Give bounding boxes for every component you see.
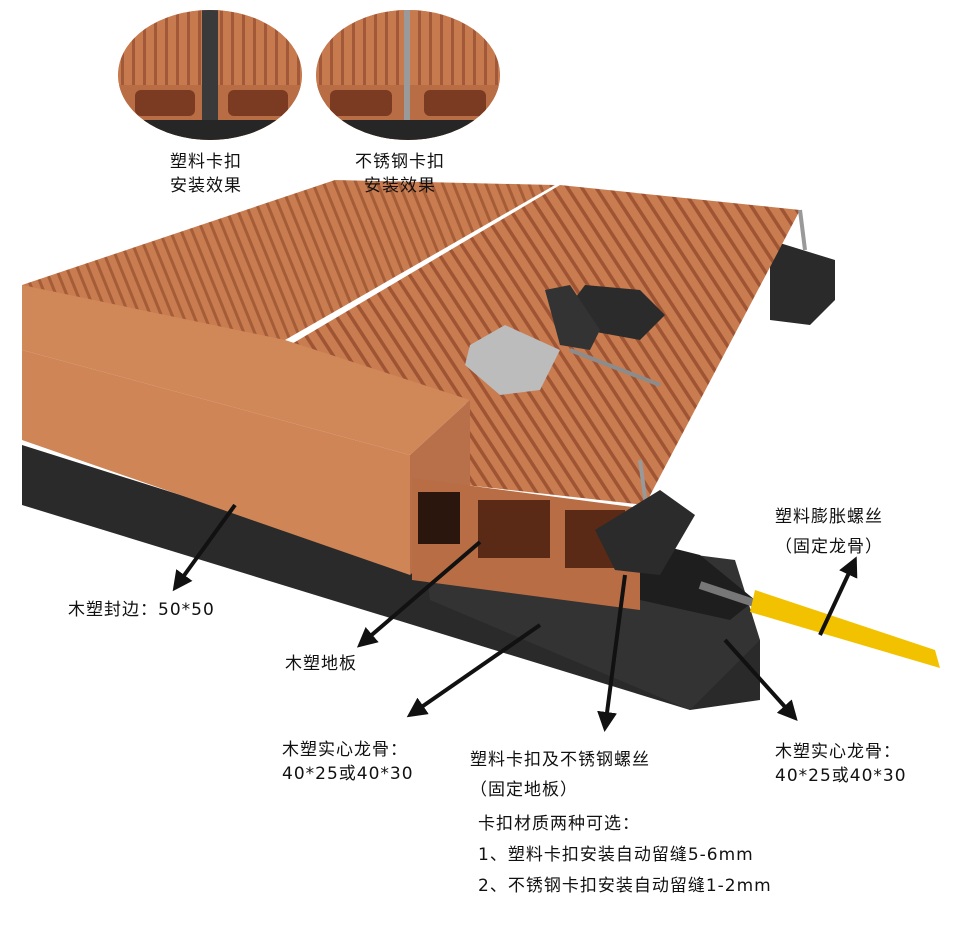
joist-left-label-line1: 木塑实心龙骨： [282, 740, 408, 760]
edge-trim-label: 木塑封边：50*50 [68, 600, 215, 620]
expansion-screw-label-line1: 塑料膨胀螺丝 [775, 507, 883, 527]
clip-screw-label-line1: 塑料卡扣及不锈钢螺丝 [470, 750, 650, 770]
joist-left-label: 木塑实心龙骨： 40*25或40*30 [282, 738, 414, 786]
plastic-clip-label-line1: 塑料卡扣 [170, 152, 242, 172]
joist-left-label-line2: 40*25或40*30 [282, 764, 414, 784]
clip-screw-label: 塑料卡扣及不锈钢螺丝 （固定地板） [470, 748, 650, 802]
steel-clip-label-line1: 不锈钢卡扣 [355, 152, 445, 172]
plastic-clip-label-line2: 安装效果 [170, 176, 242, 196]
left-board-top [22, 180, 555, 345]
joist-right-label: 木塑实心龙骨： 40*25或40*30 [775, 740, 907, 788]
clip-option-2: 2、不锈钢卡扣安装自动留缝1-2mm [478, 876, 772, 896]
steel-clip-inset [316, 10, 500, 140]
joist-right-label-line1: 木塑实心龙骨： [775, 742, 901, 762]
joist-right-label-line2: 40*25或40*30 [775, 766, 907, 786]
clip-option-1: 1、塑料卡扣安装自动留缝5-6mm [478, 845, 754, 865]
clip-screw-label-line2: （固定地板） [470, 780, 578, 800]
callout-arrows [172, 503, 858, 732]
plastic-clip-label: 塑料卡扣 安装效果 [170, 150, 242, 198]
expansion-screw-label: 塑料膨胀螺丝 （固定龙骨） [775, 505, 883, 559]
edge-trim-front [22, 350, 410, 575]
expansion-screw-label-line2: （固定龙骨） [775, 537, 883, 557]
clips-and-screws [465, 209, 940, 668]
steel-clip-label: 不锈钢卡扣 安装效果 [355, 150, 445, 198]
plastic-clip-inset [118, 10, 302, 140]
steel-clip-label-line2: 安装效果 [364, 176, 436, 196]
clip-material-title: 卡扣材质两种可选： [478, 814, 640, 834]
floor-board-label: 木塑地板 [285, 654, 357, 674]
edge-trim-top [22, 285, 470, 455]
board-end-profile [412, 478, 640, 610]
